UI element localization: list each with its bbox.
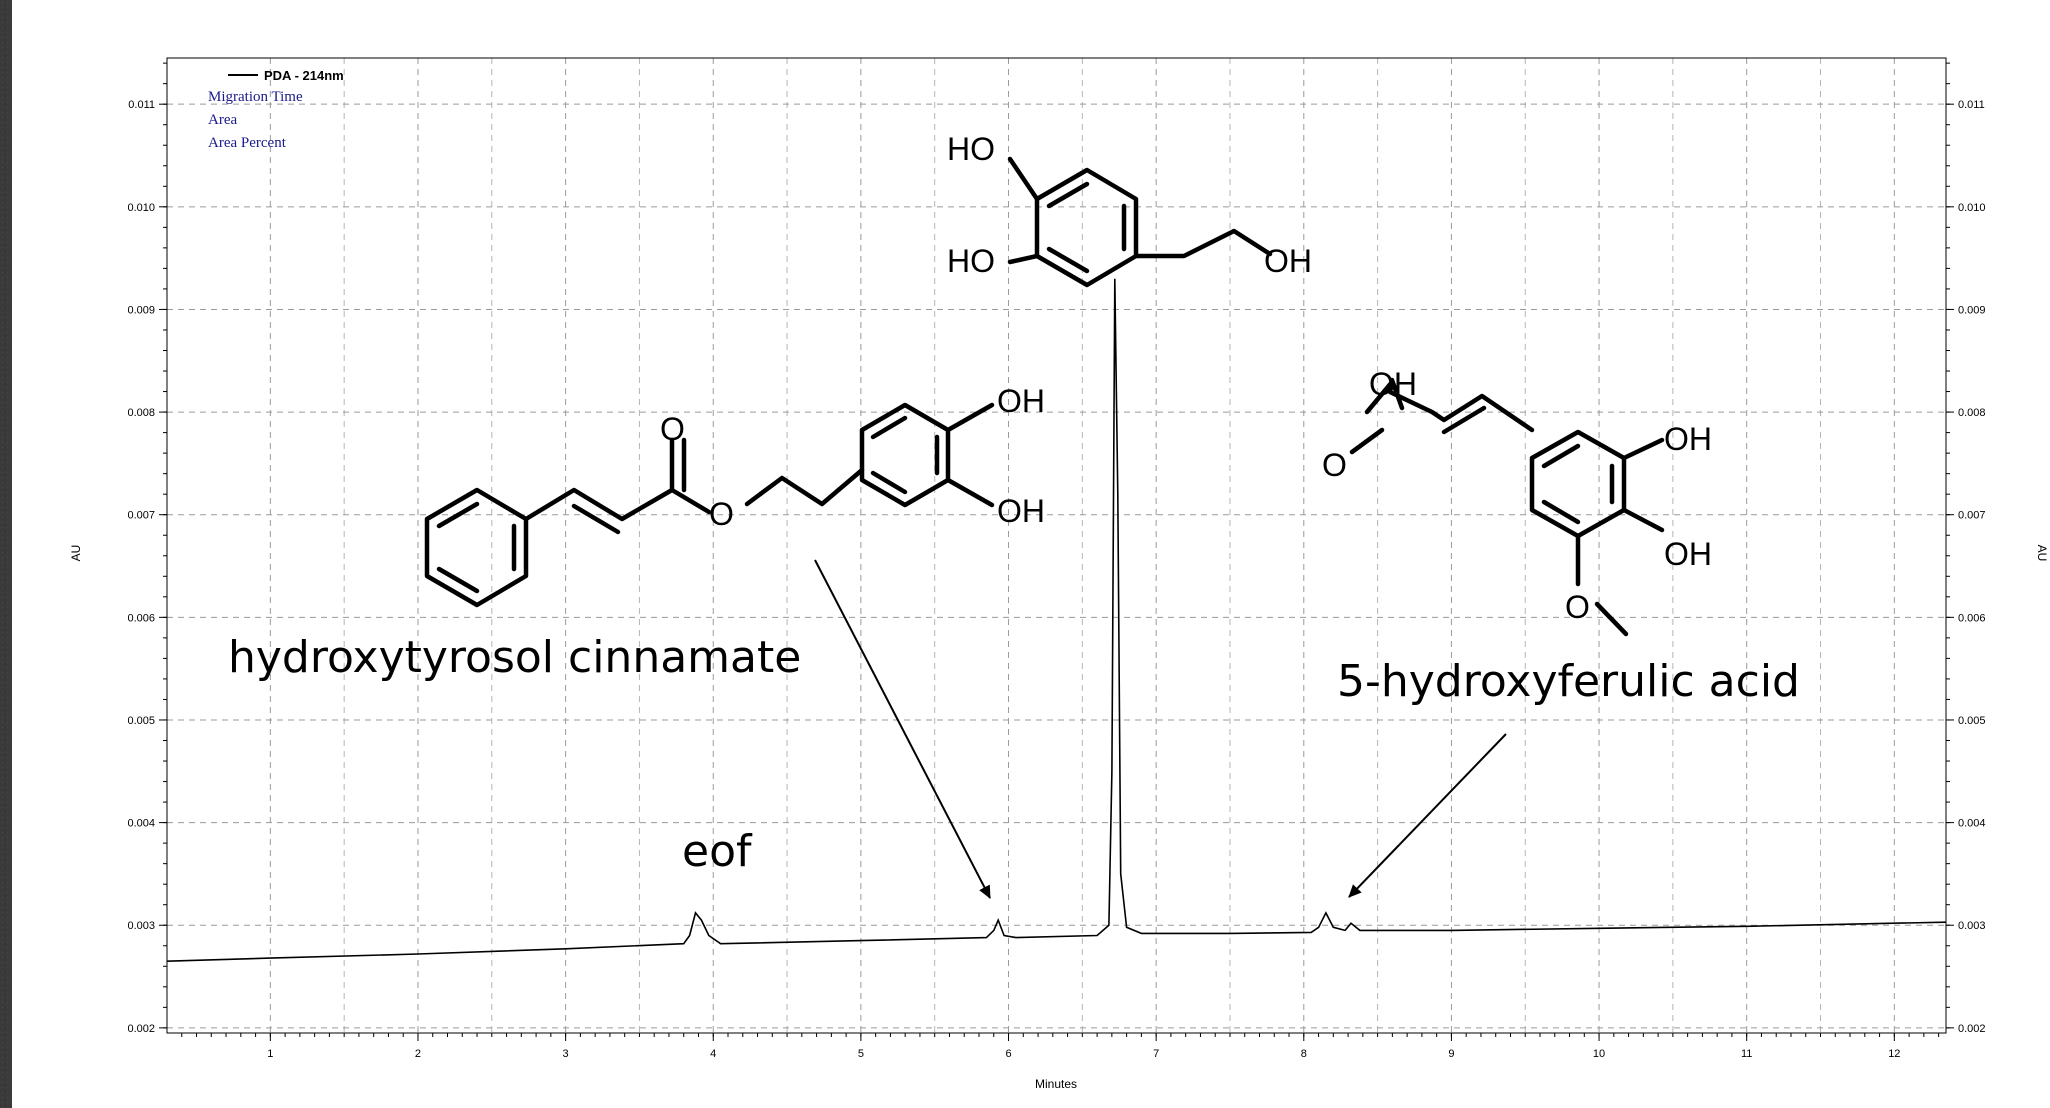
annotation-5-hydroxyferulic-acid: 5-hydroxyferulic acid [1337, 656, 1800, 707]
x-tick-label: 5 [858, 1048, 864, 1060]
y-tick-label-right: 0.009 [1958, 304, 1986, 316]
annotation-hydroxytyrosol-cinnamate: hydroxytyrosol cinnamate [228, 632, 801, 683]
x-tick-label: 8 [1301, 1048, 1307, 1060]
annotation-eof: eof [682, 826, 753, 877]
arrow-5-hydroxyferulic-acid [1348, 733, 1507, 898]
y-tick-label-right: 0.007 [1958, 510, 1986, 522]
hydroxytyrosol-ring-double-bonds [1046, 181, 1127, 274]
y-tick-label-left: 0.007 [127, 510, 155, 522]
ferulic-acid-substituent-bonds [1575, 437, 1665, 637]
arrow-hydroxytyrosol-cinnamate [814, 559, 991, 899]
cinnamate-phenyl-double-bonds [436, 501, 517, 594]
structure-5-hydroxyferulic-acid: OH O OH OH O [1322, 366, 1712, 637]
plot-area-border [166, 57, 1947, 1034]
y-tick-label-right: 0.010 [1958, 202, 1986, 214]
x-tick-label: 4 [710, 1048, 716, 1060]
y-tick-label-right: 0.002 [1958, 1023, 1986, 1035]
ferulic-acid-ring-double-bonds [1541, 443, 1615, 525]
y-tick-label-left: 0.008 [127, 407, 155, 419]
structure-hydroxytyrosol-cinnamate: O O OH OH [424, 383, 1045, 608]
y-tick-label-left: 0.010 [127, 202, 155, 214]
y-tick-label-left: 0.003 [127, 920, 155, 932]
hydroxytyrosol-ring [1034, 167, 1139, 288]
hydroxytyrosol-label-ho-top: HO [947, 131, 995, 167]
grid-lines [167, 58, 1946, 1033]
hydroxytyrosol-label-oh: OH [1264, 243, 1312, 279]
cinnamate-phenyl-ring [424, 487, 529, 608]
cinnamate-ring-double-bonds [870, 415, 940, 495]
structure-hydroxytyrosol: HO HO OH [947, 131, 1312, 288]
y-axis-label: AU [69, 545, 83, 562]
y-tick-label-right: 0.003 [1958, 920, 1986, 932]
cinnamate-label-carbonyl-o: O [660, 411, 685, 447]
legend-info-area-percent: Area Percent [208, 135, 287, 151]
ferulic-acid-label-acid-oh: OH [1369, 366, 1417, 402]
x-axis-label: Minutes [1035, 1077, 1077, 1091]
cinnamate-chain-bonds [523, 437, 865, 535]
x-tick-label: 10 [1593, 1048, 1605, 1060]
x-tick-label: 1 [267, 1048, 273, 1060]
y-axis-ticks: 0.002 0.002 0.003 0.003 0.004 0.004 0.005 0.005… [127, 62, 1986, 1035]
legend-entry: PDA - 214nm [264, 68, 344, 83]
x-tick-label: 11 [1741, 1048, 1752, 1060]
cinnamate-label-oh-bottom: OH [997, 493, 1045, 529]
y-tick-label-left: 0.004 [127, 818, 155, 830]
y2-axis-label: AU [2035, 545, 2049, 562]
y-tick-label-right: 0.008 [1958, 407, 1986, 419]
y-tick-label-left: 0.011 [128, 99, 155, 111]
cinnamate-label-oh-top: OH [997, 383, 1045, 419]
legend-info-area: Area [208, 112, 237, 128]
hydroxytyrosol-bonds [1007, 156, 1273, 265]
cinnamate-oh-bonds [945, 402, 995, 508]
y-tick-label-left: 0.009 [127, 304, 155, 316]
y-tick-label-left: 0.002 [127, 1023, 155, 1035]
ferulic-acid-chain-bonds [1349, 377, 1535, 455]
y-tick-label-left: 0.006 [127, 612, 155, 624]
x-tick-label: 2 [415, 1048, 421, 1060]
x-tick-label: 6 [1005, 1048, 1011, 1060]
y-tick-label-right: 0.006 [1958, 612, 1986, 624]
y-tick-label-right: 0.005 [1958, 715, 1986, 727]
hydroxytyrosol-label-ho-bottom: HO [947, 243, 995, 279]
x-tick-label: 7 [1153, 1048, 1159, 1060]
x-tick-label: 9 [1448, 1048, 1454, 1060]
ferulic-acid-label-methoxy-o: O [1565, 589, 1590, 625]
cinnamate-label-ester-o: O [709, 496, 734, 532]
y-tick-label-right: 0.011 [1958, 99, 1985, 111]
ferulic-acid-label-oh-top: OH [1664, 421, 1712, 457]
ferulic-acid-label-acid-o: O [1322, 447, 1347, 483]
x-tick-label: 3 [563, 1048, 569, 1060]
legend-info-migration-time: Migration Time [208, 89, 303, 105]
y-tick-label-left: 0.005 [127, 715, 155, 727]
legend: PDA - 214nm Migration Time Area Area Per… [208, 68, 344, 151]
pda-214nm-trace [166, 278, 1947, 962]
x-tick-label: 12 [1888, 1048, 1900, 1060]
y-tick-label-right: 0.004 [1958, 818, 1986, 830]
ferulic-acid-label-oh-bottom: OH [1664, 536, 1712, 572]
